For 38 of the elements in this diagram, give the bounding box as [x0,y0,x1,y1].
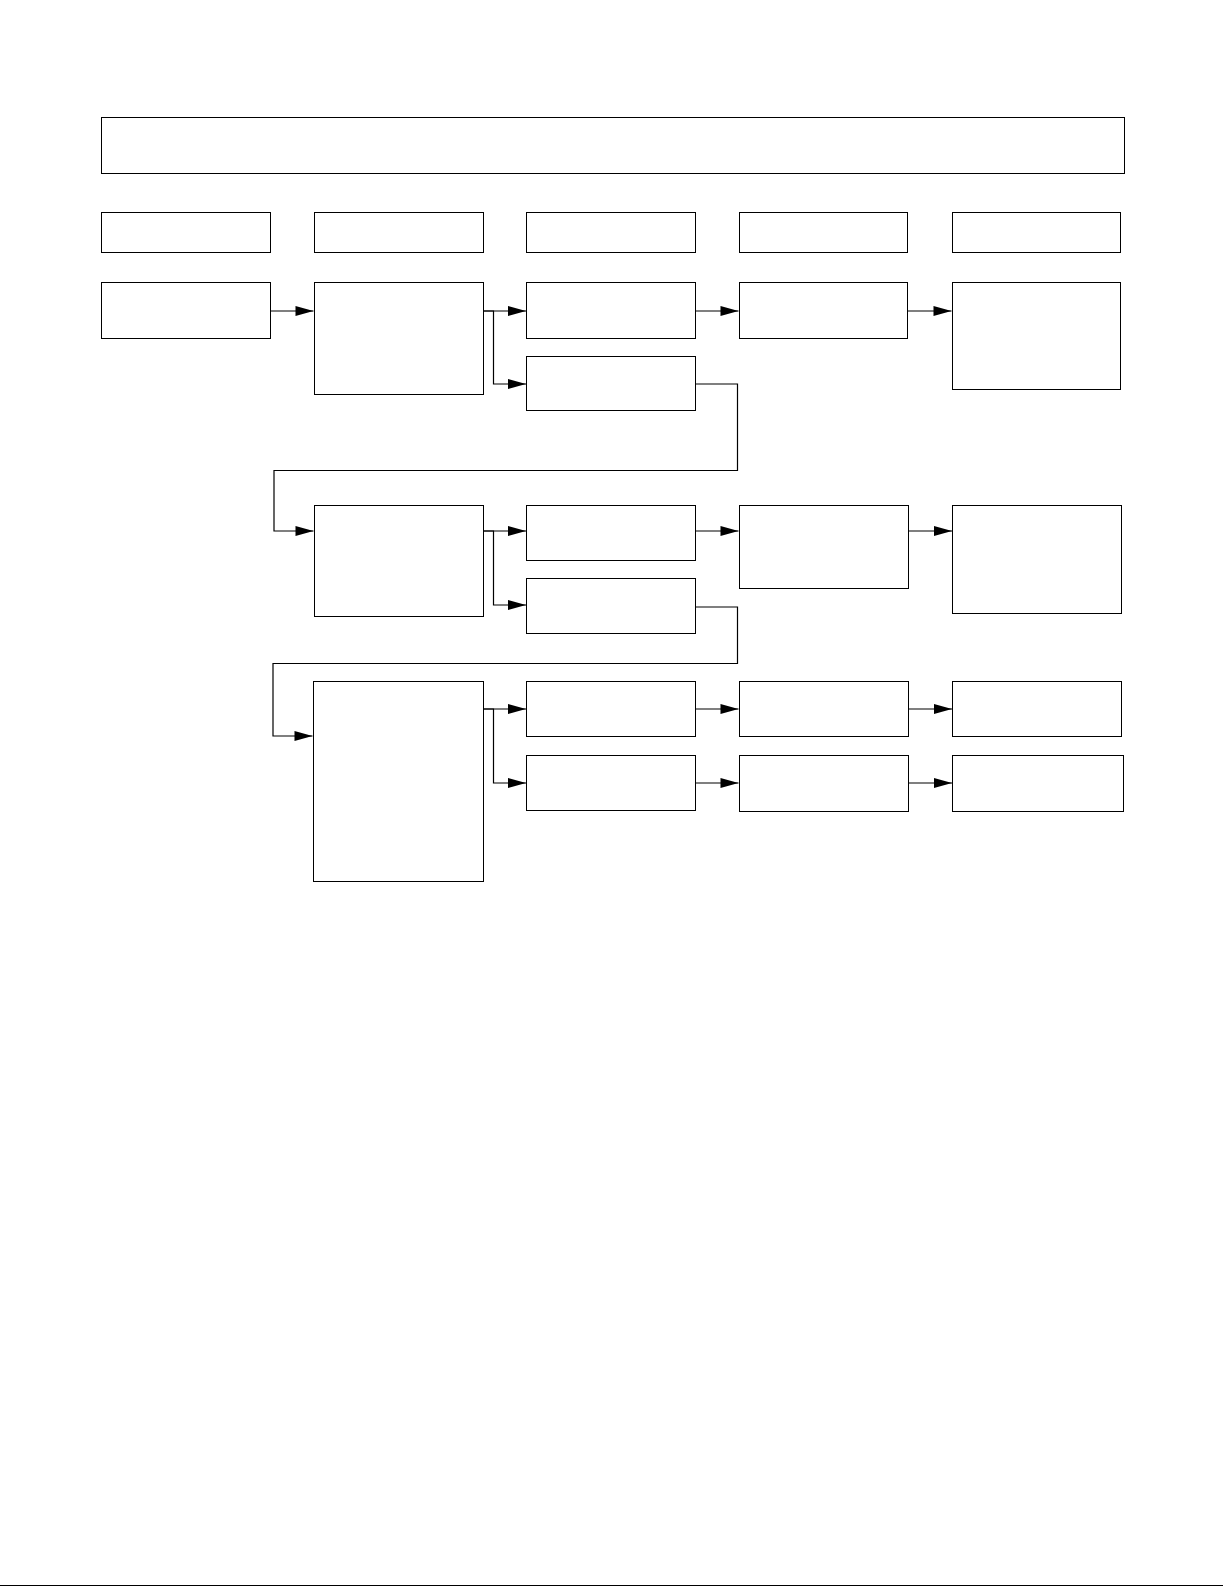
column-header-box [101,212,271,253]
arrow [482,310,527,389]
arrow [694,526,740,536]
column-header-box [526,212,696,253]
process-box [526,355,696,411]
process-box [313,281,484,395]
process-box [738,755,909,812]
column-header-box [738,212,908,253]
arrow [482,708,527,788]
arrow [908,704,953,714]
process-box [738,504,909,589]
arrow [272,606,739,741]
process-box [526,577,696,634]
process-box [526,281,696,339]
arrow [694,778,740,788]
arrow [908,778,953,788]
column-header-box [951,212,1121,253]
process-box [101,281,271,339]
arrow [907,306,953,316]
column-header-box [313,212,484,253]
arrow [273,383,739,536]
process-box [952,755,1124,812]
process-box [526,754,696,811]
arrow [482,530,527,610]
process-box [312,680,484,882]
title-box [101,117,1125,174]
process-box [738,681,909,737]
process-box [526,680,696,737]
process-box [738,281,908,339]
arrow [694,306,740,316]
arrow [270,306,315,316]
process-box [952,681,1122,737]
process-box [952,504,1122,614]
process-box [526,504,696,561]
process-box [313,504,484,617]
process-box [951,281,1121,390]
arrow [694,704,740,714]
arrow [908,526,953,536]
